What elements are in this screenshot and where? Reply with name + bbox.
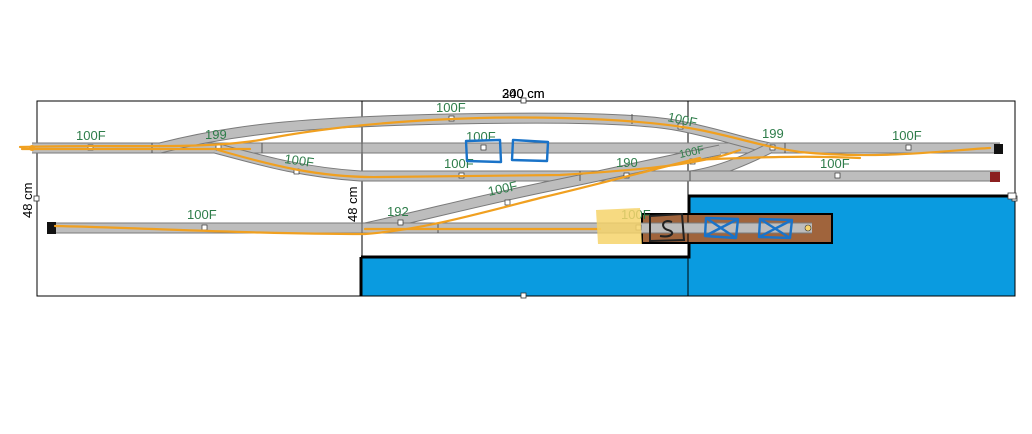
coupler-icon (649, 212, 686, 243)
label-inner-left-curve: 100F (284, 151, 315, 170)
track-diagonal[interactable] (363, 144, 722, 234)
label-inner-middle: 100F (444, 156, 474, 171)
orange-annotation (18, 116, 992, 236)
width-dimension-label-overlay: 300 cm (502, 86, 545, 101)
label-right-straight: 100F (892, 128, 922, 143)
label-top-left-straight: 100F (76, 128, 106, 143)
label-turnout-192: 192 (387, 204, 409, 219)
width-dimension-label: 240 cm (502, 86, 545, 101)
height-dimension-label-left: 48 cm (20, 183, 35, 218)
label-spur-right: 100F (820, 156, 850, 171)
label-right-turnout: 199 (762, 126, 784, 141)
track-labels: 100F 199 100F 100F 100F 199 100F 100F 10… (76, 100, 922, 222)
yellow-highlight (596, 208, 642, 244)
label-left-turnout: 199 (205, 127, 227, 142)
corner-handle[interactable] (1007, 192, 1017, 200)
label-crossover-190: 190 (616, 155, 638, 170)
blue-annotation (464, 138, 794, 240)
label-diagonal-upper: 100F (487, 178, 519, 199)
label-top-arc: 100F (436, 100, 466, 115)
label-bottom-left-straight: 100F (187, 207, 217, 222)
height-dimension-label-mid: 48 cm (345, 187, 360, 222)
label-crossover-upper: 100F (678, 144, 705, 161)
